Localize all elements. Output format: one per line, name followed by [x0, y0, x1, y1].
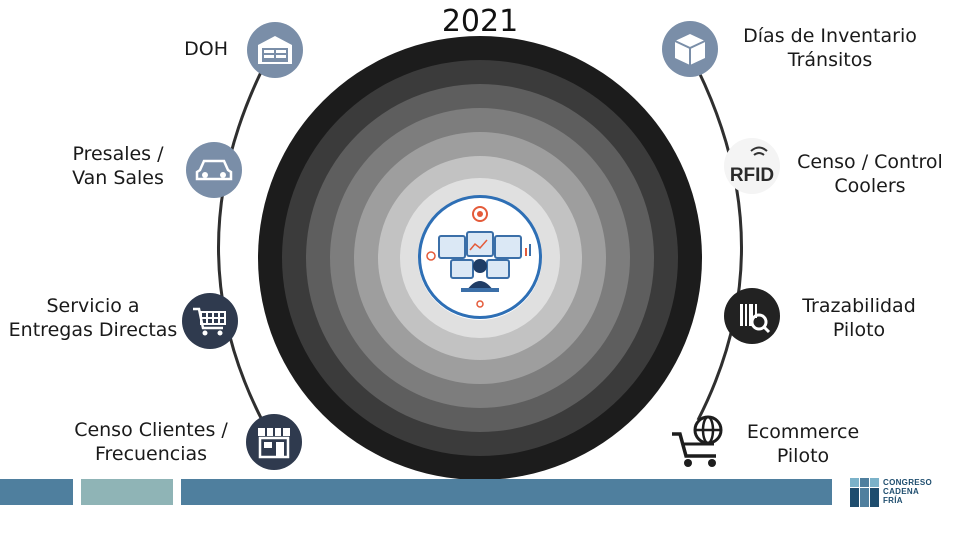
rfid-icon-text: RFID: [730, 165, 774, 186]
label-presales: Presales / Van Sales: [72, 143, 164, 189]
label-censo-clientes: Censo Clientes / Frecuencias: [74, 419, 228, 465]
label-censo-coolers: Censo / Control Coolers: [797, 151, 943, 197]
footer-bar-left: [0, 479, 73, 505]
storefront-icon[interactable]: [246, 414, 302, 470]
footer-bar-teal: [81, 479, 173, 505]
analyst-monitors-icon: [426, 206, 531, 308]
package-box-icon[interactable]: [662, 21, 718, 77]
left-connector-arc: [217, 69, 264, 421]
shopping-cart-icon[interactable]: [182, 293, 238, 349]
label-servicio: Servicio a Entregas Directas: [8, 295, 178, 341]
year-title: 2021: [441, 4, 519, 39]
footer-bar-main: [181, 479, 832, 505]
center-dashboard-illustration: [418, 195, 542, 319]
label-trazabilidad: Trazabilidad Piloto: [802, 295, 916, 341]
globe-cart-icon[interactable]: [670, 412, 730, 470]
rfid-icon[interactable]: RFID: [724, 138, 780, 194]
congreso-cadena-fria-logo: CONGRESO CADENA FRÍA: [850, 476, 950, 510]
car-icon[interactable]: [186, 142, 242, 198]
barcode-search-icon[interactable]: [724, 288, 780, 344]
label-doh: DOH: [184, 38, 228, 60]
warehouse-icon[interactable]: [247, 22, 303, 78]
label-ecommerce: Ecommerce Piloto: [746, 421, 860, 467]
label-dias-inventario: Días de Inventario Tránsitos: [743, 25, 917, 71]
right-connector-arc: [696, 69, 743, 421]
